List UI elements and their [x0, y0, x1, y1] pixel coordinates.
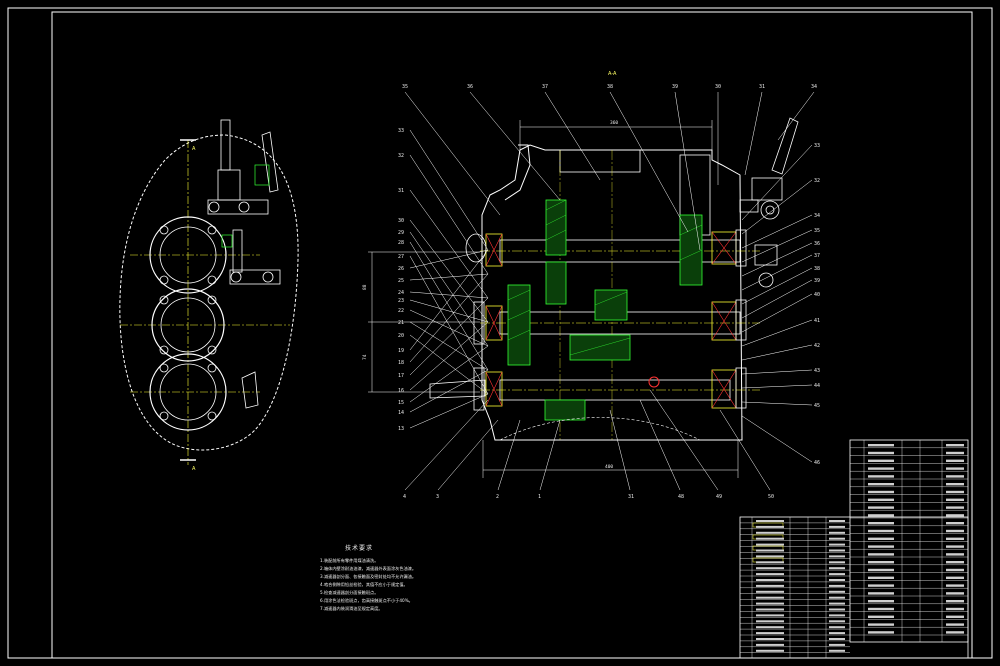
callout-left: 26	[398, 266, 404, 272]
callout-right: 33	[814, 143, 820, 149]
callout-top: 38	[607, 84, 613, 90]
callout-right: 39	[814, 278, 820, 284]
callout-right: 42	[814, 343, 820, 349]
callout-left: 27	[398, 254, 404, 260]
callout-top: 35	[402, 84, 408, 90]
callout-right: 40	[814, 292, 820, 298]
note-line: 1.装配前所有零件用煤油清洗。	[320, 557, 378, 564]
callout-left: 29	[398, 230, 404, 236]
callout-right: 41	[814, 318, 820, 324]
callout-left: 25	[398, 278, 404, 284]
callout-right: 32	[814, 178, 820, 184]
callout-left: 24	[398, 290, 404, 296]
section-mark-bottom: A	[192, 466, 196, 472]
callout-top: 30	[715, 84, 721, 90]
callout-left: 14	[398, 410, 404, 416]
callout-bottom: 2	[496, 494, 499, 500]
callout-left: 21	[398, 320, 404, 326]
callout-left: 15	[398, 400, 404, 406]
callout-left: 16	[398, 388, 404, 394]
callout-right: 37	[814, 253, 820, 259]
callout-left: 31	[398, 188, 404, 194]
callout-left: 17	[398, 373, 404, 379]
callout-right: 34	[814, 213, 820, 219]
callout-right: 36	[814, 241, 820, 247]
callout-bottom: 50	[768, 494, 774, 500]
dim-top-width: 360	[610, 120, 618, 126]
callout-right: 45	[814, 403, 820, 409]
callout-left: 23	[398, 298, 404, 304]
callout-bottom: 3	[436, 494, 439, 500]
notes-title: 技术要求	[345, 544, 373, 552]
callout-right: 46	[814, 460, 820, 466]
callout-right: 44	[814, 383, 820, 389]
dim-overall-width: 400	[605, 464, 613, 470]
section-mark-top: A	[192, 146, 196, 152]
section-view: A-A 360 400 88 74	[362, 71, 799, 478]
callout-left: 19	[398, 348, 404, 354]
callout-left: 32	[398, 153, 404, 159]
callout-bottom: 1	[538, 494, 541, 500]
inner-frame	[51, 11, 973, 659]
callout-top: 31	[759, 84, 765, 90]
callout-right: 43	[814, 368, 820, 374]
side-view: A A	[119, 119, 299, 472]
note-line: 7.减速器内装润滑油至规定高度。	[320, 605, 383, 612]
callout-bottom: 48	[678, 494, 684, 500]
note-line: 4.啮合侧隙用铅丝检验，其值不应小于规定值。	[320, 581, 408, 588]
callout-top: 34	[811, 84, 817, 90]
callout-left: 20	[398, 333, 404, 339]
callout-left: 13	[398, 426, 404, 432]
callout-top: 36	[467, 84, 473, 90]
note-line: 3.减速器剖分面、各接触面及密封处均不允许漏油。	[320, 573, 416, 580]
note-line: 2.箱体内壁涂耐油油漆，减速器外表面涂灰色油漆。	[320, 565, 416, 572]
dim-center-lower: 74	[362, 354, 368, 360]
callout-left: 33	[398, 128, 404, 134]
technical-notes: 技术要求 1.装配前所有零件用煤油清洗。2.箱体内壁涂耐油油漆，减速器外表面涂灰…	[320, 544, 416, 612]
callout-left: 30	[398, 218, 404, 224]
callout-top: 37	[542, 84, 548, 90]
callout-bottom: 49	[716, 494, 722, 500]
callout-bottom: 4	[403, 494, 406, 500]
callout-left: 18	[398, 360, 404, 366]
note-line: 6.用涂色法检验斑点，齿高接触斑点不小于40%。	[320, 597, 413, 604]
note-line: 5.检查减速器剖分面接触斑点。	[320, 589, 378, 596]
callout-left: 22	[398, 308, 404, 314]
callout-right: 35	[814, 228, 820, 234]
title-block	[739, 439, 969, 659]
callout-top: 39	[672, 84, 678, 90]
callout-left: 28	[398, 240, 404, 246]
dim-center-upper: 88	[362, 284, 368, 290]
callout-right: 38	[814, 266, 820, 272]
section-view-label: A-A	[608, 71, 617, 77]
callout-bottom: 31	[628, 494, 634, 500]
